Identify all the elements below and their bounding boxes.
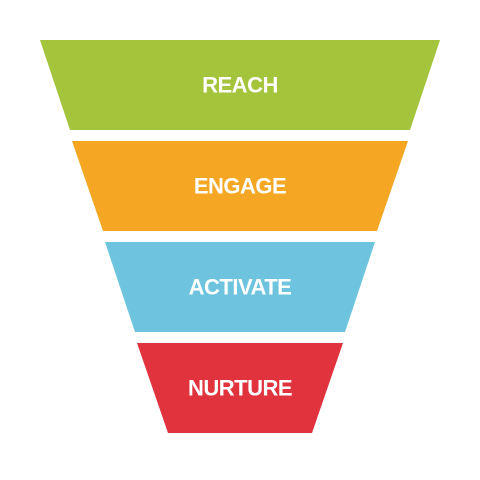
funnel-stage-nurture-shape xyxy=(137,343,343,433)
funnel-stage-activate: ACTIVATE xyxy=(105,242,375,332)
funnel-stage-nurture: NURTURE xyxy=(137,343,343,433)
funnel-stage-reach-label: REACH xyxy=(202,73,278,98)
funnel-stage-nurture-label: NURTURE xyxy=(188,376,292,401)
funnel-stage-engage: ENGAGE xyxy=(72,141,408,231)
funnel-stage-engage-shape xyxy=(72,141,408,231)
funnel-stage-engage-label: ENGAGE xyxy=(194,174,286,199)
funnel-stage-activate-shape xyxy=(105,242,375,332)
funnel-stage-activate-label: ACTIVATE xyxy=(189,275,292,300)
funnel-stage-reach-shape xyxy=(40,40,440,130)
funnel-stage-reach: REACH xyxy=(40,40,440,130)
